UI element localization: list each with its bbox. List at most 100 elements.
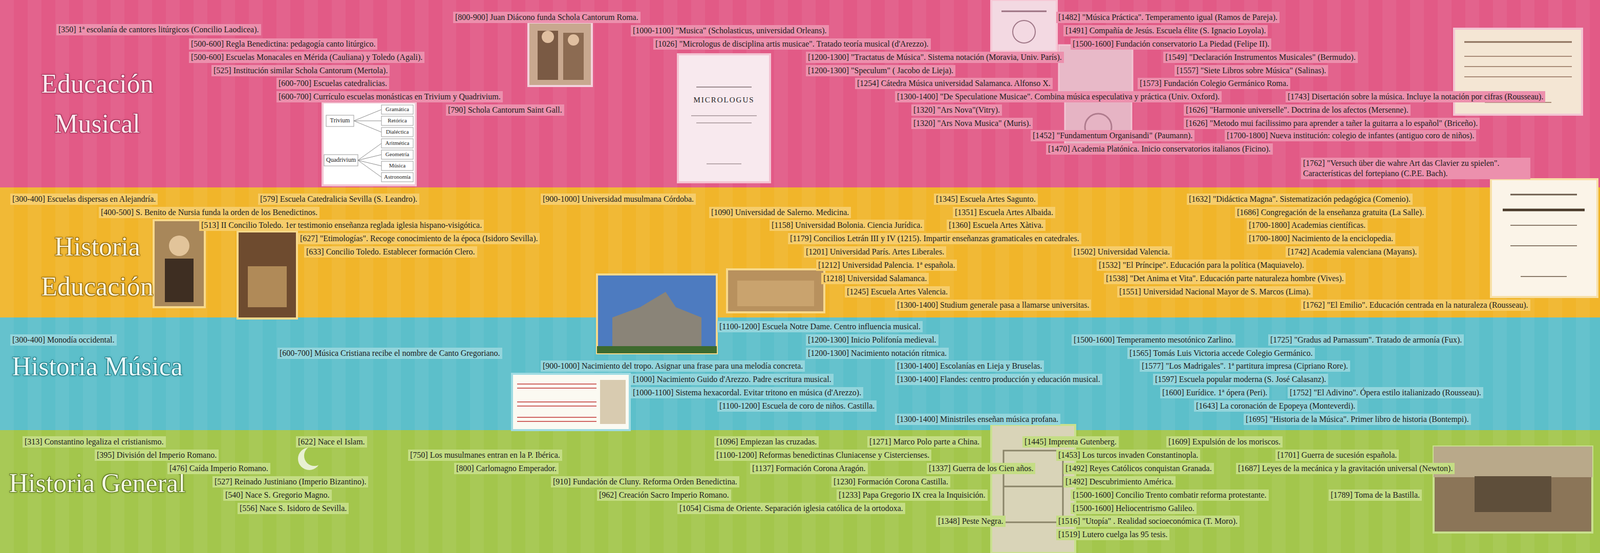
event-text: [910] Fundación de Cluny. Reforma Orden … (552, 477, 738, 486)
event-text: [750] Los musulmanes entran en la P. Ibé… (410, 450, 561, 460)
timeline-event: [1200-1300] Inicio Polifonía medieval. (805, 334, 939, 346)
event-text: [1000] Nacimiento Guido d'Arezzo. Padre … (632, 374, 832, 384)
event-text: [1453] Los turcos invaden Constantinopla… (1058, 450, 1199, 460)
timeline-event: [1492] Descubrimiento América. (1063, 476, 1176, 488)
timeline-event: [1789] Toma de la Bastilla. (1328, 489, 1422, 501)
event-text: [1491] Compañía de Jesús. Escuela élite … (1065, 26, 1266, 35)
event-text: [500-600] Regla Benedictina: pedagogía c… (190, 39, 376, 49)
event-text: [1100-1200] Escuela de coro de niños. Ca… (719, 401, 875, 411)
timeline-event: [1100-1200] Escuela Notre Dame. Centro i… (717, 321, 923, 333)
book-cover (237, 231, 297, 319)
event-text: [1532] "El Príncipe". Educación para la … (1098, 260, 1305, 270)
timeline-event: [600-700] Escuelas catedralicias. (276, 77, 390, 90)
event-text: [800-900] Juan Diácono funda Schola Cant… (455, 12, 639, 22)
timeline-event: [1573] Fundación Colegio Germánico Roma. (1137, 77, 1291, 90)
event-text: [1054] Cisma de Oriente. Separación igle… (679, 503, 904, 513)
event-text: [1626] "Harmonie universelle". Doctrina … (1185, 105, 1409, 115)
timeline-event: [1701] Guerra de sucesión española. (1275, 449, 1399, 461)
curriculum-label: Dialéctica (381, 128, 413, 136)
event-text: [1096] Empiezan las cruzadas. (716, 437, 817, 446)
event-text: [1700-1800] Nacimiento de la enciclopedi… (1248, 233, 1394, 243)
event-text: [1200-1300] "Tractatus de Música". Siste… (807, 52, 1062, 62)
timeline-event: [800] Carlomagno Emperador. (454, 462, 559, 475)
band-title: Historia Educación (5, 226, 190, 307)
curriculum-label: Aritmética (381, 139, 413, 147)
timeline-event: [1686] Congregación de la enseñanza grat… (1234, 206, 1426, 219)
event-text: [1090] Universidad de Salerno. Medicina. (711, 207, 849, 217)
event-text: [1100-1200] Escuela Notre Dame. Centro i… (719, 322, 921, 331)
timeline-event: [1233] Papa Gregorio IX crea la Inquisic… (836, 489, 988, 501)
timeline-event: [1452] "Fundamentum Organisandi" (Pauman… (1030, 130, 1195, 142)
timeline-band: Historia Educación [300-400] Escuelas dis… (0, 187, 1600, 318)
timeline-event: [579] Escuela Catedralicia Sevilla (S. L… (258, 193, 420, 205)
event-text: [1300-1400] "De Speculatione Musicae". C… (897, 92, 1220, 101)
timeline-event: [1337] Guerra de los Cien años. (926, 462, 1036, 475)
timeline-event: [1300-1400] Flandes: centro producción y… (894, 373, 1103, 386)
event-text: [1300-1400] Ministriles enseñan música p… (897, 414, 1059, 424)
timeline-event: [1500-1600] Concilio Trento combatir ref… (1070, 489, 1269, 501)
timeline-event: [1492] Reyes Católicos conquistan Granad… (1063, 462, 1214, 475)
event-text: [1643] La coronación de Epopeya (Monteve… (1196, 401, 1356, 411)
timeline-event: [1100-1200] Reformas benedictinas Clunia… (714, 449, 932, 461)
timeline-event: [1179] Concilios Letrán III y IV (1215).… (787, 232, 1082, 245)
event-text: [1725] "Gradus ad Parnassum". Tratado de… (1270, 335, 1462, 345)
timeline-event: [300-400] Escuelas dispersas en Alejandr… (10, 193, 158, 205)
book-cover (991, 0, 1057, 52)
event-text: [1500-1600] Concilio Trento combatir ref… (1072, 490, 1267, 500)
event-text: [1565] Tomás Luis Victoria accede Colegi… (1129, 348, 1313, 358)
event-text: [1516] "Utopía" . Realidad socioeconómic… (1058, 516, 1238, 526)
timeline-event: [800-900] Juan Diácono funda Schola Cant… (453, 11, 641, 24)
event-text: [1557] "Siete Libros sobre Música" (Sali… (1176, 66, 1327, 75)
event-text: [1762] "Versuch über die wahre Art das C… (1303, 158, 1500, 178)
curriculum-label: Trivium (327, 116, 353, 125)
timeline-event: [1700-1800] Nueva institución: colegio d… (1224, 130, 1477, 142)
band-stripe (387, 0, 401, 553)
timeline-event: [1491] Compañía de Jesús. Escuela élite … (1063, 25, 1268, 37)
event-text: [540] Nace S. Gregorio Magno. (225, 490, 330, 500)
timeline-event: [1626] "Metodo mui facilissimo para apre… (1183, 117, 1480, 130)
timeline-event: [1351] Escuela Artes Albaida. (952, 206, 1056, 219)
event-text: [1254] Cátedra Música universidad Salama… (857, 78, 1051, 88)
band-title: Historia General (5, 463, 190, 504)
event-text: [476] Caída Imperio Romano. (169, 463, 269, 473)
event-text: [1551] Universidad Nacional Mayor de S. … (1119, 287, 1311, 296)
event-text: [1492] Reyes Católicos conquistan Granad… (1065, 463, 1212, 473)
curriculum-label: Quadrivium (325, 155, 357, 164)
timeline-event: [900-1000] Universidad musulmana Córdoba… (540, 193, 696, 205)
timeline-event: [1453] Los turcos invaden Constantinopla… (1056, 449, 1201, 461)
event-text: [313] Constantino legaliza el cristianis… (24, 437, 164, 446)
event-text: [1351] Escuela Artes Albaida. (954, 207, 1054, 217)
event-text: [1500-1600] Temperamento mesotónico Zarl… (1073, 335, 1234, 345)
event-text: [900-1000] Universidad musulmana Córdoba… (542, 194, 694, 204)
event-text: [1538] "Det Anima et Vita". Educación pa… (1105, 273, 1344, 283)
timeline-event: [1360] Escuela Artes Xàtiva. (946, 219, 1046, 231)
timeline-event: [1300-1400] Ministriles enseñan música p… (894, 413, 1061, 425)
event-text: [1445] Imprenta Gutenberg. (1024, 437, 1117, 446)
event-text: [1348] Peste Negra. (937, 516, 1004, 526)
timeline-event: [513] II Concilio Toledo. 1er testimonio… (199, 219, 484, 231)
monk-picture (528, 22, 592, 87)
timeline-event: [627] "Etimologías". Recoge conocimiento… (297, 232, 540, 245)
timeline-event: [1500-1600] Heliocentrismo Galileo. (1070, 502, 1197, 515)
timeline-event: [750] Los musulmanes entran en la P. Ibé… (408, 449, 563, 461)
timeline-event: [1532] "El Príncipe". Educación para la … (1096, 259, 1307, 271)
event-text: [1345] Escuela Artes Sagunto. (935, 194, 1036, 204)
timeline-band: Educación Musical[350] 1ª escolanía de c… (0, 0, 1600, 188)
timeline-event: [400-500] S. Benito de Nursia funda la o… (98, 206, 320, 219)
event-text: [300-400] Monodía occidental. (12, 335, 115, 345)
building-picture (727, 269, 825, 313)
event-text: [1337] Guerra de los Cien años. (928, 463, 1034, 473)
cathedral-picture (596, 274, 717, 354)
event-text: [1600] Eurídice. 1ª ópera (Peri). (1162, 388, 1268, 397)
timeline-event: [1565] Tomás Luis Victoria accede Colegi… (1127, 347, 1315, 359)
timeline-event: [1762] "Versuch über die wahre Art das C… (1300, 157, 1531, 180)
event-text: [1470] Academia Platónica. Inicio conser… (1048, 144, 1271, 154)
timeline-event: [1609] Expulsión de los moriscos. (1166, 436, 1283, 448)
event-text: [1701] Guerra de sucesión española. (1277, 450, 1397, 460)
event-text: [556] Nace S. Isidoro de Sevilla. (239, 503, 347, 513)
event-text: [525] Institución similar Schola Cantoru… (213, 66, 388, 75)
timeline-event: [500-600] Escuelas Monacales en Mérida (… (188, 51, 425, 63)
band-title: Historia Música (5, 346, 190, 387)
timeline-event: [1320] "Ars Nova"(Vitry). (911, 104, 1002, 116)
timeline-event: [910] Fundación de Cluny. Reforma Orden … (550, 476, 740, 488)
